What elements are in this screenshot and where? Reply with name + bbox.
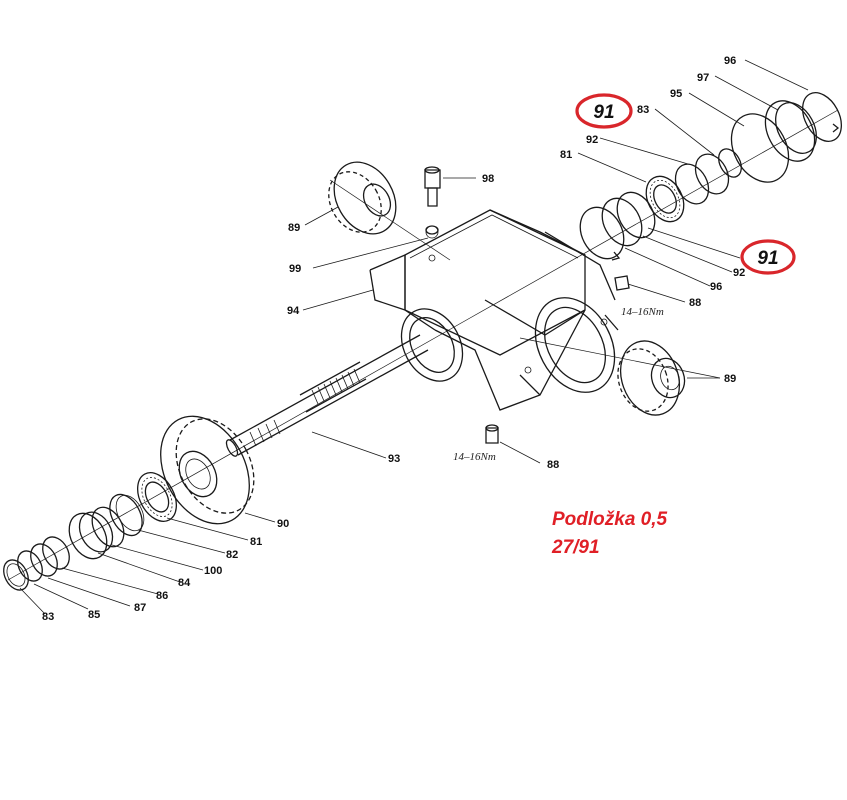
washer-99	[425, 225, 439, 235]
label-97: 97	[697, 72, 709, 84]
label-94: 94	[287, 305, 300, 317]
label-88: 88	[547, 459, 559, 471]
label-99: 99	[289, 263, 301, 275]
label-92: 92	[586, 134, 598, 146]
label-89: 89	[288, 222, 300, 234]
label-83: 83	[637, 104, 649, 116]
label-89: 89	[724, 373, 736, 385]
plug-88-upper	[614, 275, 630, 291]
label-98: 98	[482, 173, 494, 185]
leader-lines	[19, 59, 809, 615]
bevel-gear-89-upper	[328, 161, 397, 235]
bevel-gear-89-right	[617, 340, 686, 416]
label-84: 84	[178, 577, 191, 589]
label-85: 85	[88, 609, 100, 621]
label-90: 90	[277, 518, 289, 530]
label-86: 86	[156, 590, 168, 602]
label-81: 81	[560, 149, 572, 161]
bolt-98	[424, 166, 441, 207]
label-88: 88	[689, 297, 701, 309]
label-81: 81	[250, 536, 262, 548]
bevel-gear-90	[160, 415, 255, 525]
label-82: 82	[226, 549, 238, 561]
torque-annotations: 14–16Nm 14–16Nm	[453, 306, 664, 463]
output-shaft	[225, 334, 429, 457]
note-ratio: 27/91	[552, 537, 600, 558]
torque-label-upper: 14–16Nm	[621, 306, 664, 318]
label-96: 96	[724, 55, 736, 67]
label-92: 92	[733, 267, 745, 279]
label-96: 96	[710, 281, 722, 293]
lower-bearing-stack	[3, 472, 177, 591]
highlight-91-right: 91	[740, 239, 796, 275]
highlight-ring	[575, 93, 633, 129]
highlight-ring	[740, 239, 796, 275]
label-83: 83	[42, 611, 54, 623]
label-87: 87	[134, 602, 146, 614]
gearbox-housing	[369, 209, 619, 411]
highlight-label-91: 91	[757, 248, 778, 269]
upper-bearing-stack	[579, 92, 842, 261]
torque-label-lower: 14–16Nm	[453, 451, 496, 463]
highlight-label-91: 91	[593, 102, 614, 123]
plug-88-lower	[485, 424, 499, 444]
part-labels: 96 97 95 83 92 81 98 89 99 94 92 96 88 8…	[42, 55, 745, 623]
label-93: 93	[388, 453, 400, 465]
axis-lines	[7, 109, 839, 581]
highlight-91-upper: 91	[575, 93, 633, 129]
label-95: 95	[670, 88, 682, 100]
label-100: 100	[204, 565, 222, 577]
note-washer-size: Podložka 0,5	[552, 509, 668, 530]
